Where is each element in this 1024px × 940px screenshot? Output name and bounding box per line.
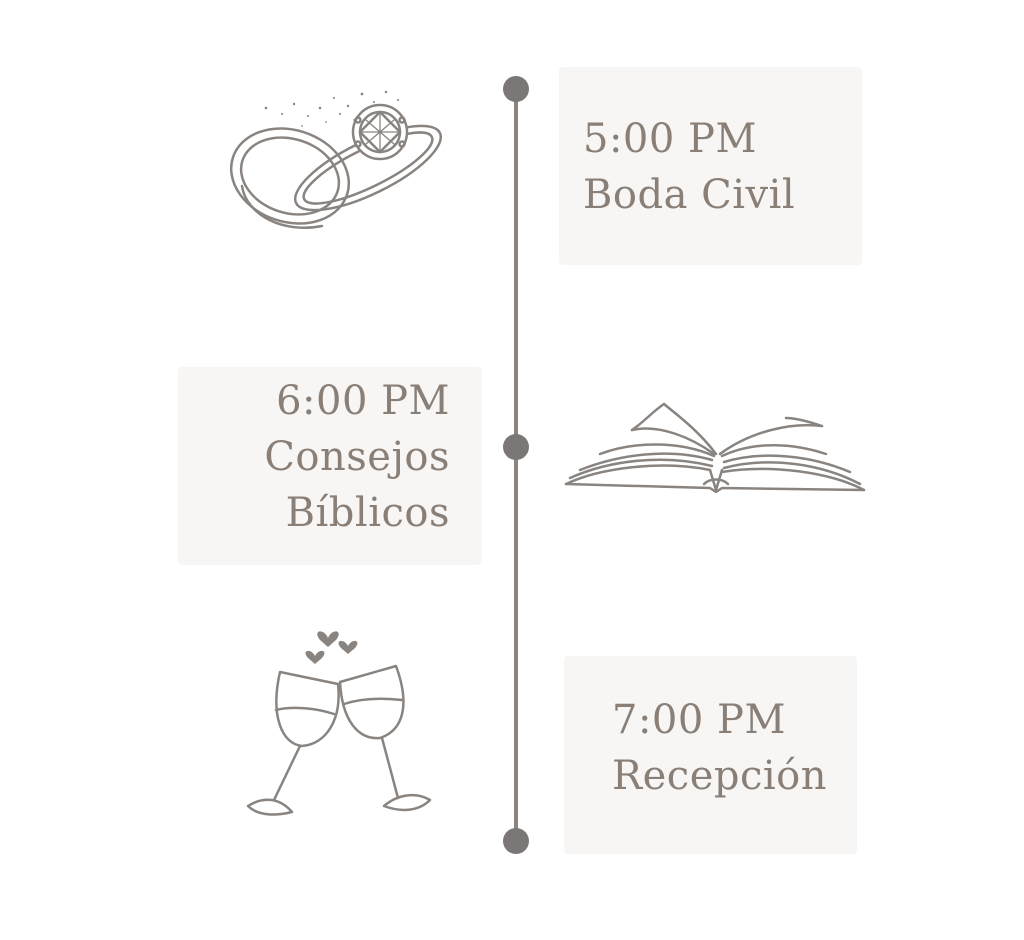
event-title-line-1: Consejos bbox=[264, 434, 450, 480]
timeline-dot-1 bbox=[503, 76, 529, 102]
event-title-line-2: Bíblicos bbox=[285, 490, 450, 536]
rings-icon bbox=[222, 86, 454, 246]
event-card-civil-wedding: 5:00 PM Boda Civil bbox=[559, 67, 862, 265]
event-title: Boda Civil bbox=[583, 172, 796, 218]
timeline-dot-2 bbox=[503, 434, 529, 460]
event-card-reception: 7:00 PM Recepción bbox=[564, 656, 857, 854]
timeline-dot-3 bbox=[503, 828, 529, 854]
event-title: Recepción bbox=[612, 753, 828, 799]
event-time: 5:00 PM bbox=[583, 116, 757, 162]
timeline-line bbox=[514, 89, 518, 841]
wine-toast-icon bbox=[240, 620, 440, 830]
event-card-biblical-counsel: 6:00 PM Consejos Bíblicos bbox=[178, 367, 482, 565]
event-time: 7:00 PM bbox=[612, 697, 786, 743]
event-time: 6:00 PM bbox=[276, 378, 450, 424]
open-book-icon bbox=[560, 398, 870, 498]
